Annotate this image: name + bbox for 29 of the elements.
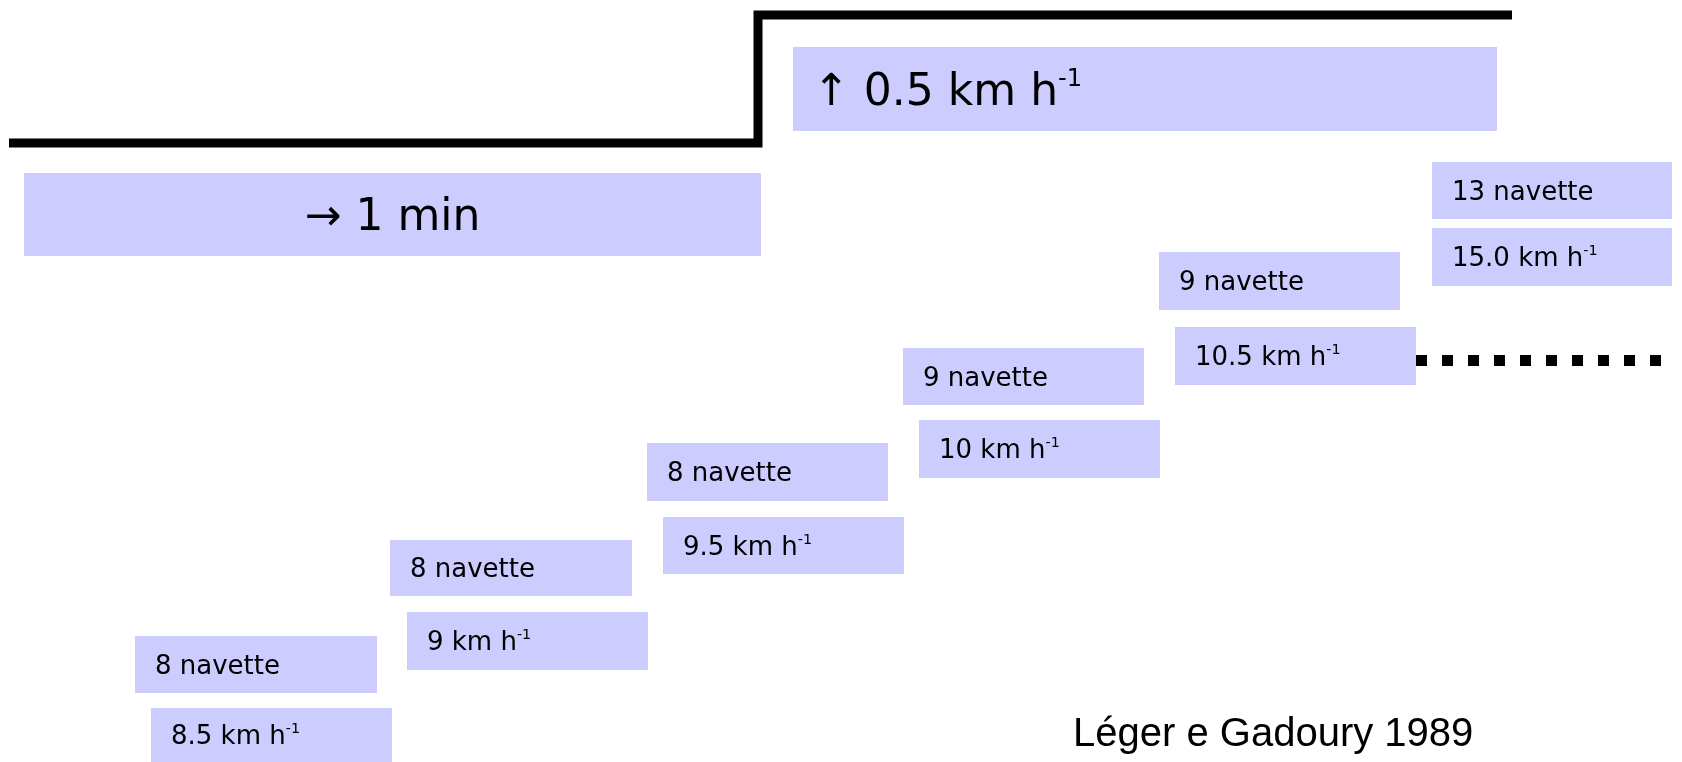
level-box <box>24 173 761 256</box>
box-text: 13 navette <box>1452 175 1594 206</box>
level-box <box>1159 252 1400 310</box>
level-box <box>151 708 392 762</box>
box-text: 10 km h$^{-1}$ <box>939 434 1060 464</box>
level-box <box>663 517 904 574</box>
level-box <box>793 47 1497 131</box>
box-text: 15.0 km h$^{-1}$ <box>1452 242 1598 272</box>
box-text: 9 km h$^{-1}$ <box>427 626 532 656</box>
box-text: 8 navette <box>155 649 280 680</box>
box-text: 10.5 km h$^{-1}$ <box>1195 341 1341 371</box>
level-box <box>647 443 888 501</box>
level-box <box>903 348 1144 405</box>
level-box <box>135 636 377 693</box>
box-text: 9 navette <box>1179 266 1304 296</box>
box-text: 9.5 km h$^{-1}$ <box>683 530 812 561</box>
level-box <box>390 540 632 596</box>
box-text: → 1 min <box>304 189 481 240</box>
box-text: 8 navette <box>667 457 792 487</box>
box-text: 8.5 km h$^{-1}$ <box>171 720 300 750</box>
level-box <box>1432 162 1672 219</box>
box-text: 9 navette <box>923 361 1048 392</box>
level-box <box>1432 228 1672 286</box>
level-box <box>919 420 1160 478</box>
box-text: ↑ 0.5 km h$^{-1}$ <box>813 63 1083 115</box>
box-text: 8 navette <box>410 553 535 583</box>
level-box <box>407 612 648 670</box>
level-box <box>1175 327 1416 385</box>
citation: Léger e Gadoury 1989 <box>1073 710 1474 755</box>
